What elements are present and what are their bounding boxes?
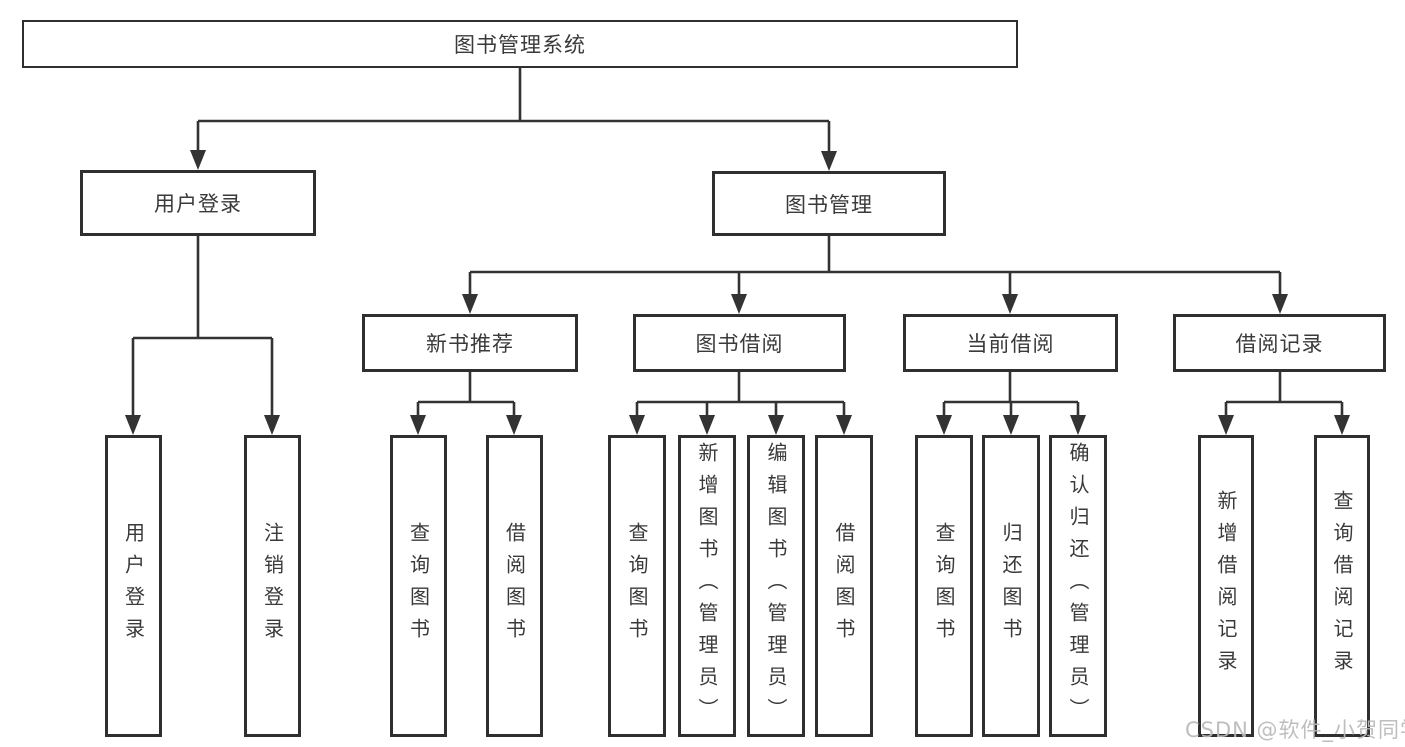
node-system-root-label: 图书管理系统 xyxy=(454,33,586,57)
leaf-bw-edit-books-admin-label: 编辑图书（管理员） xyxy=(764,442,788,730)
arrowhead xyxy=(1272,294,1288,314)
leaf-rec-add-record: 新增借阅记录 xyxy=(1198,435,1254,737)
node-new-book-recommend-label: 新书推荐 xyxy=(426,332,514,356)
arrowhead xyxy=(1334,415,1350,435)
leaf-bw-add-books-admin-label: 新增图书（管理员） xyxy=(695,442,719,730)
arrowhead xyxy=(731,294,747,314)
arrowhead xyxy=(506,415,522,435)
csdn-watermark: CSDN @软件_小贺同学 xyxy=(1185,718,1405,742)
leaf-bw-borrow-books-label: 借阅图书 xyxy=(832,522,856,650)
arrowhead xyxy=(768,415,784,435)
node-current-borrowing-label: 当前借阅 xyxy=(966,332,1055,356)
leaf-user-login: 用户登录 xyxy=(105,435,162,737)
arrowhead xyxy=(699,415,715,435)
leaf-logout-label: 注销登录 xyxy=(260,522,285,650)
leaf-cur-confirm-return-admin-label: 确认归还（管理员） xyxy=(1066,442,1090,730)
leaf-nb-borrow-books: 借阅图书 xyxy=(486,435,543,737)
node-borrow-records: 借阅记录 xyxy=(1173,314,1386,372)
leaf-cur-confirm-return-admin: 确认归还（管理员） xyxy=(1049,435,1107,737)
node-system-root: 图书管理系统 xyxy=(22,20,1018,68)
arrowhead xyxy=(629,415,645,435)
arrowhead xyxy=(1070,415,1086,435)
leaf-nb-query-books-label: 查询图书 xyxy=(406,522,431,650)
node-current-borrowing: 当前借阅 xyxy=(903,314,1118,372)
arrowhead xyxy=(462,294,478,314)
leaf-cur-return-books: 归还图书 xyxy=(982,435,1040,737)
node-book-borrowing-label: 图书借阅 xyxy=(695,332,784,356)
leaf-bw-add-books-admin: 新增图书（管理员） xyxy=(678,435,736,737)
arrowhead xyxy=(936,415,952,435)
leaf-bw-edit-books-admin: 编辑图书（管理员） xyxy=(747,435,805,737)
node-user-login: 用户登录 xyxy=(80,170,316,236)
leaf-rec-add-record-label: 新增借阅记录 xyxy=(1214,490,1238,682)
arrowhead xyxy=(821,151,837,171)
leaf-nb-borrow-books-label: 借阅图书 xyxy=(502,522,527,650)
connector-strokes xyxy=(131,68,1344,417)
leaf-cur-query-books-label: 查询图书 xyxy=(932,522,956,650)
leaf-bw-borrow-books: 借阅图书 xyxy=(815,435,873,737)
leaf-bw-query-books: 查询图书 xyxy=(608,435,666,737)
arrowhead xyxy=(1003,415,1019,435)
arrowhead xyxy=(190,150,206,170)
arrowhead xyxy=(410,415,426,435)
node-book-management: 图书管理 xyxy=(712,171,946,236)
arrowhead xyxy=(1002,294,1018,314)
node-borrow-records-label: 借阅记录 xyxy=(1235,332,1324,356)
arrowhead xyxy=(1218,415,1234,435)
leaf-cur-query-books: 查询图书 xyxy=(915,435,973,737)
node-new-book-recommend: 新书推荐 xyxy=(362,314,578,372)
leaf-bw-query-books-label: 查询图书 xyxy=(625,522,649,650)
leaf-nb-query-books: 查询图书 xyxy=(390,435,447,737)
arrowheads xyxy=(125,150,1350,435)
node-book-borrowing: 图书借阅 xyxy=(633,314,846,372)
node-book-management-label: 图书管理 xyxy=(785,192,873,217)
arrowhead xyxy=(125,415,141,435)
node-user-login-label: 用户登录 xyxy=(154,192,242,216)
leaf-user-login-label: 用户登录 xyxy=(121,522,146,650)
arrowhead xyxy=(836,415,852,435)
leaf-cur-return-books-label: 归还图书 xyxy=(999,522,1023,650)
leaf-logout: 注销登录 xyxy=(244,435,301,737)
arrowhead xyxy=(264,415,280,435)
leaf-rec-query-record: 查询借阅记录 xyxy=(1314,435,1370,737)
leaf-rec-query-record-label: 查询借阅记录 xyxy=(1330,490,1354,682)
